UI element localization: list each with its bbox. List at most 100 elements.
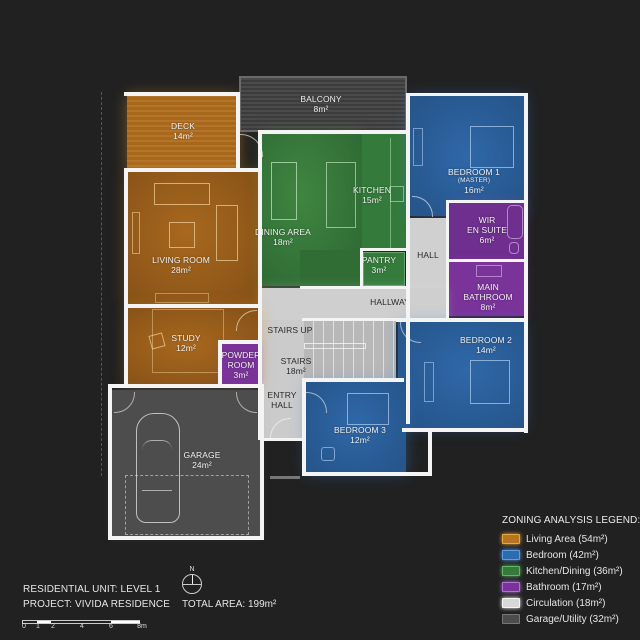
wall (302, 472, 432, 476)
wall (218, 340, 260, 344)
room-powder[interactable] (221, 344, 260, 384)
vanity-icon (476, 265, 502, 277)
wall (124, 168, 262, 172)
bed-icon (470, 126, 514, 168)
wall (108, 536, 264, 540)
wall (124, 304, 262, 308)
swatch-circulation (502, 598, 520, 608)
bed-icon (470, 360, 510, 404)
legend-item-bedroom: Bedroom (42m²) (502, 547, 640, 563)
room-kitchen[interactable] (362, 134, 407, 250)
zoning-legend: ZONING ANALYSIS LEGEND: Living Area (54m… (502, 515, 640, 627)
swatch-living (502, 534, 520, 544)
legend-item-garage: Garage/Utility (32m²) (502, 611, 640, 627)
label-stairs-up: STAIRS UP (267, 325, 313, 335)
swatch-bedroom (502, 550, 520, 560)
wall (300, 286, 408, 289)
wall (360, 248, 408, 251)
wall (302, 378, 306, 474)
wardrobe-icon (413, 128, 423, 166)
toilet-icon (509, 242, 519, 254)
wall (406, 94, 410, 424)
legend-item-bathroom: Bathroom (17m²) (502, 579, 640, 595)
legend-item-kitchen: Kitchen/Dining (36m²) (502, 563, 640, 579)
sideboard-icon (155, 293, 209, 303)
wardrobe-icon (424, 362, 434, 402)
tv-unit-icon (132, 212, 140, 254)
swatch-bathroom (502, 582, 520, 592)
cooktop-icon (390, 186, 404, 202)
wall (396, 318, 526, 322)
swatch-kitchen (502, 566, 520, 576)
coffee-table-icon (169, 222, 195, 248)
room-kitchen-lower[interactable] (300, 250, 362, 286)
wall (260, 384, 264, 540)
unit-label: RESIDENTIAL UNIT: LEVEL 1 (23, 584, 161, 595)
desk-chair-icon (321, 447, 335, 461)
property-boundary-line (101, 92, 102, 476)
wall (262, 130, 410, 134)
wall (360, 248, 363, 288)
bathtub-icon (507, 205, 523, 239)
dining-table-icon (271, 162, 297, 220)
scale-bar: 0 1 2 4 6 8m (22, 620, 147, 630)
car-windshield (142, 440, 172, 455)
wall (262, 438, 304, 441)
wall (124, 92, 240, 96)
entry-step (270, 476, 300, 479)
bed-icon (347, 393, 389, 425)
wall (524, 93, 528, 433)
north-arrow-icon: N (182, 566, 202, 594)
label-bedroom-1: BEDROOM 1(MASTER)16m² (448, 167, 500, 195)
sofa-icon (216, 205, 238, 261)
wall (258, 130, 262, 440)
legend-title: ZONING ANALYSIS LEGEND: (502, 515, 640, 526)
kitchen-island-icon (326, 162, 356, 228)
wall (402, 428, 528, 432)
wall (110, 384, 260, 388)
wall (236, 92, 240, 172)
legend-item-living: Living Area (54m²) (502, 531, 640, 547)
label-hall: HALL (417, 250, 439, 260)
project-label: PROJECT: VIVIDA RESIDENCE (23, 599, 170, 610)
counter-icon (390, 138, 403, 248)
room-hallway[interactable] (262, 288, 446, 320)
stairs[interactable] (304, 320, 396, 380)
wall (304, 378, 404, 382)
room-bedroom-1[interactable] (409, 96, 525, 216)
wall (428, 428, 432, 476)
wall (446, 200, 526, 203)
car-icon (136, 413, 180, 523)
room-main-bathroom[interactable] (448, 262, 525, 316)
room-pantry[interactable] (363, 252, 405, 286)
swatch-garage (502, 614, 520, 624)
car-rear-window (142, 490, 172, 503)
room-balcony[interactable] (239, 76, 407, 132)
wall (302, 318, 398, 321)
wall (406, 93, 526, 96)
wall (108, 384, 112, 538)
label-hallway: HALLWAY (370, 297, 410, 307)
room-deck[interactable] (127, 95, 239, 170)
wall (218, 340, 222, 384)
legend-item-circulation: Circulation (18m²) (502, 595, 640, 611)
wall (446, 259, 526, 262)
garage-door-line (125, 475, 249, 535)
sofa-icon (154, 183, 210, 205)
